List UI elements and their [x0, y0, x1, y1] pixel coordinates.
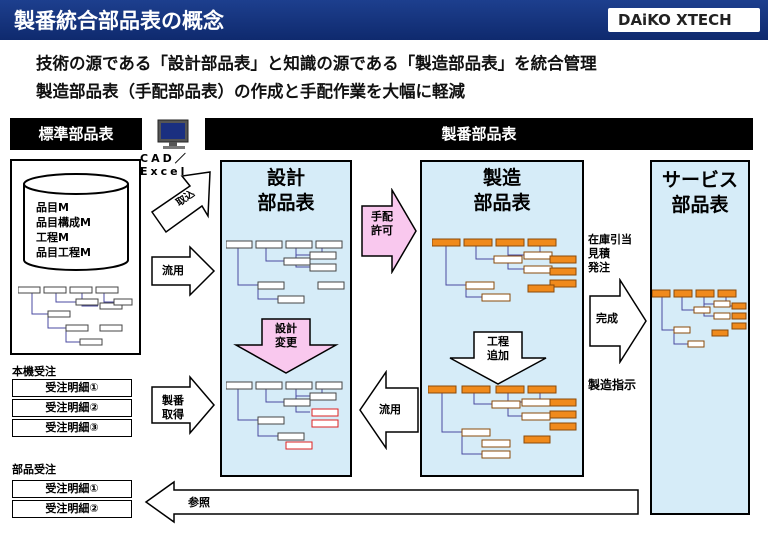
reuse-arrow-bottom: [359, 370, 419, 450]
mfg-instruction-label: 製造指示: [588, 378, 637, 392]
service-bom-box: [650, 160, 750, 515]
manufacturing-tree-top: [432, 238, 577, 302]
complete-label: 完成: [596, 312, 618, 325]
machine-order-item: 受注明細③: [12, 419, 132, 437]
company-logo: [608, 8, 760, 32]
service-bom-title: サービス 部品表: [661, 169, 738, 216]
master-item: 品目構成M: [36, 216, 91, 229]
standard-bom-header: 標準部品表: [10, 118, 142, 150]
company-logo-text: DAiKO XTECH: [618, 11, 732, 29]
complete-arrow: [589, 278, 647, 364]
parts-order-item: 受注明細②: [12, 500, 132, 518]
master-list: 品目M 品目構成M 工程M 品目工程M: [36, 200, 91, 260]
seiban-acquire-arrow: [151, 375, 215, 435]
stock-label: 在庫引当 見積 発注: [588, 233, 632, 274]
intro-line-1: 技術の源である「設計部品表」と知識の源である「製造部品表」を統合管理: [36, 54, 597, 73]
seiban-bom-header: 製番部品表: [205, 118, 753, 150]
reference-arrow: [144, 480, 639, 524]
process-add-arrow: [449, 331, 547, 385]
machine-order-item: 受注明細①: [12, 379, 132, 397]
parts-order-item: 受注明細①: [12, 480, 132, 498]
process-add-label: 工程 追加: [487, 335, 509, 362]
design-change-arrow: [233, 318, 339, 374]
import-arrow: [150, 171, 211, 234]
monitor-icon: [157, 119, 189, 149]
manufacturing-tree-bottom: [428, 385, 577, 459]
reference-label: 参照: [188, 496, 210, 509]
manufacturing-bom-title: 製造 部品表: [473, 167, 531, 214]
standard-tree-diagram: [18, 286, 133, 346]
parts-order-label: 部品受注: [12, 463, 56, 476]
design-change-label: 設計 変更: [275, 322, 297, 349]
master-item: 品目M: [36, 201, 69, 214]
service-tree: [652, 289, 747, 348]
reuse-label-top: 流用: [162, 264, 184, 277]
machine-order-item: 受注明細②: [12, 399, 132, 417]
master-item: 品目工程M: [36, 246, 91, 259]
master-item: 工程M: [36, 231, 69, 244]
design-bom-title: 設計 部品表: [257, 167, 315, 214]
design-tree-top: [226, 240, 345, 304]
page-title: 製番統合部品表の概念: [14, 9, 224, 33]
order-permission-arrow: [361, 188, 417, 274]
machine-order-label: 本機受注: [12, 365, 56, 378]
intro-line-2: 製造部品表（手配部品表）の作成と手配作業を大幅に軽減: [36, 82, 465, 101]
reuse-arrow-top: [151, 245, 216, 297]
database-icon: [23, 173, 129, 271]
seiban-acquire-label: 製番 取得: [162, 394, 184, 421]
cad-excel-label: CAD／Excel: [140, 152, 189, 178]
design-tree-bottom: [226, 381, 343, 450]
reuse-label-bottom: 流用: [379, 403, 401, 416]
order-permission-label: 手配 許可: [371, 210, 393, 237]
